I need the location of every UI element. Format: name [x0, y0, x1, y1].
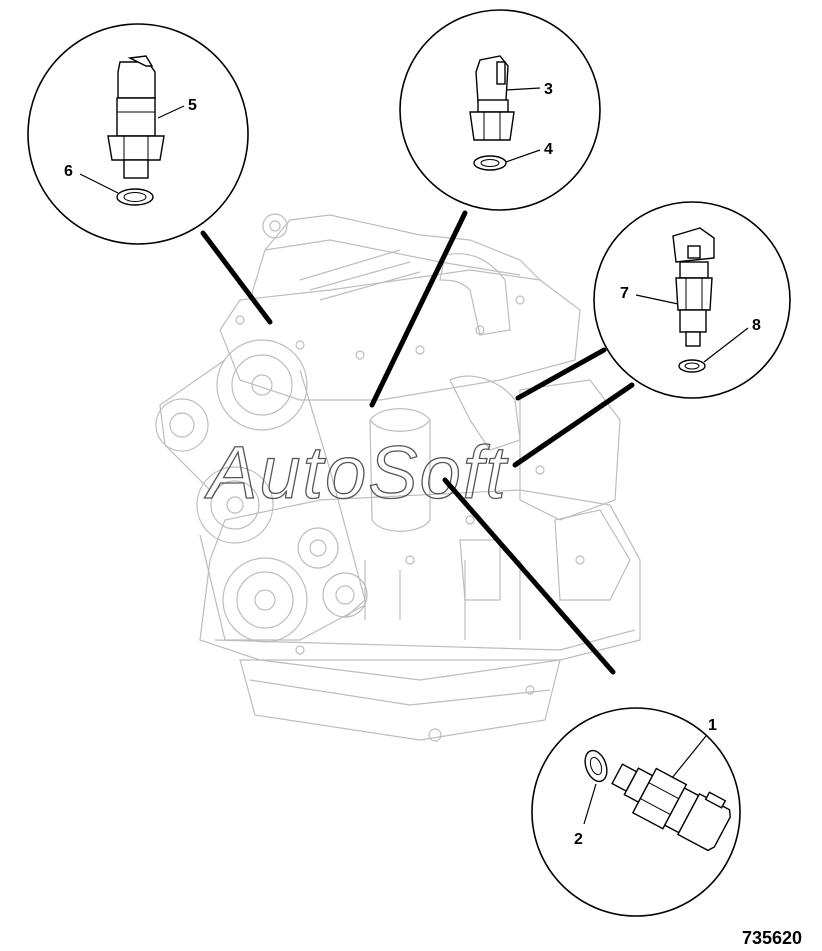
temperature-sensor-7-icon: [672, 227, 715, 347]
leader-line-7-8-upper: [515, 347, 607, 401]
callout-6: 6: [64, 163, 73, 180]
figure-number: 735620: [742, 928, 802, 948]
sealing-washer-4-icon: [473, 155, 507, 171]
leader-line-5-6: [200, 230, 273, 325]
detail-circle-sensor-3-4: 3 4: [399, 9, 601, 211]
leader-lines: [200, 210, 635, 675]
pressure-sensor-5-icon: [107, 55, 165, 179]
engine-illustration: [155, 213, 641, 742]
callout-7: 7: [620, 285, 629, 302]
sealing-washer-6-icon: [116, 188, 154, 206]
leader-line-3-4: [369, 210, 468, 408]
detail-circle-sensor-1-2: 1 2: [531, 707, 741, 917]
leader-line-1-2: [442, 477, 616, 675]
sealing-washer-8-icon: [678, 359, 706, 373]
callout-3: 3: [544, 81, 553, 98]
callout-5: 5: [188, 97, 197, 114]
callout-8: 8: [752, 317, 761, 334]
watermark: AutoSoft: [204, 431, 509, 514]
leader-line-7-8-lower: [512, 382, 635, 468]
callout-2: 2: [574, 831, 583, 848]
callout-1: 1: [708, 717, 717, 734]
detail-circle-sensor-5-6: 5 6: [27, 23, 249, 245]
callout-4: 4: [544, 141, 553, 158]
pressure-sensor-3-icon: [469, 55, 515, 141]
pressure-sensor-1-icon: [611, 763, 731, 852]
sealing-washer-2-icon: [584, 749, 608, 783]
detail-circle-sensor-7-8: 7 8: [593, 201, 791, 399]
